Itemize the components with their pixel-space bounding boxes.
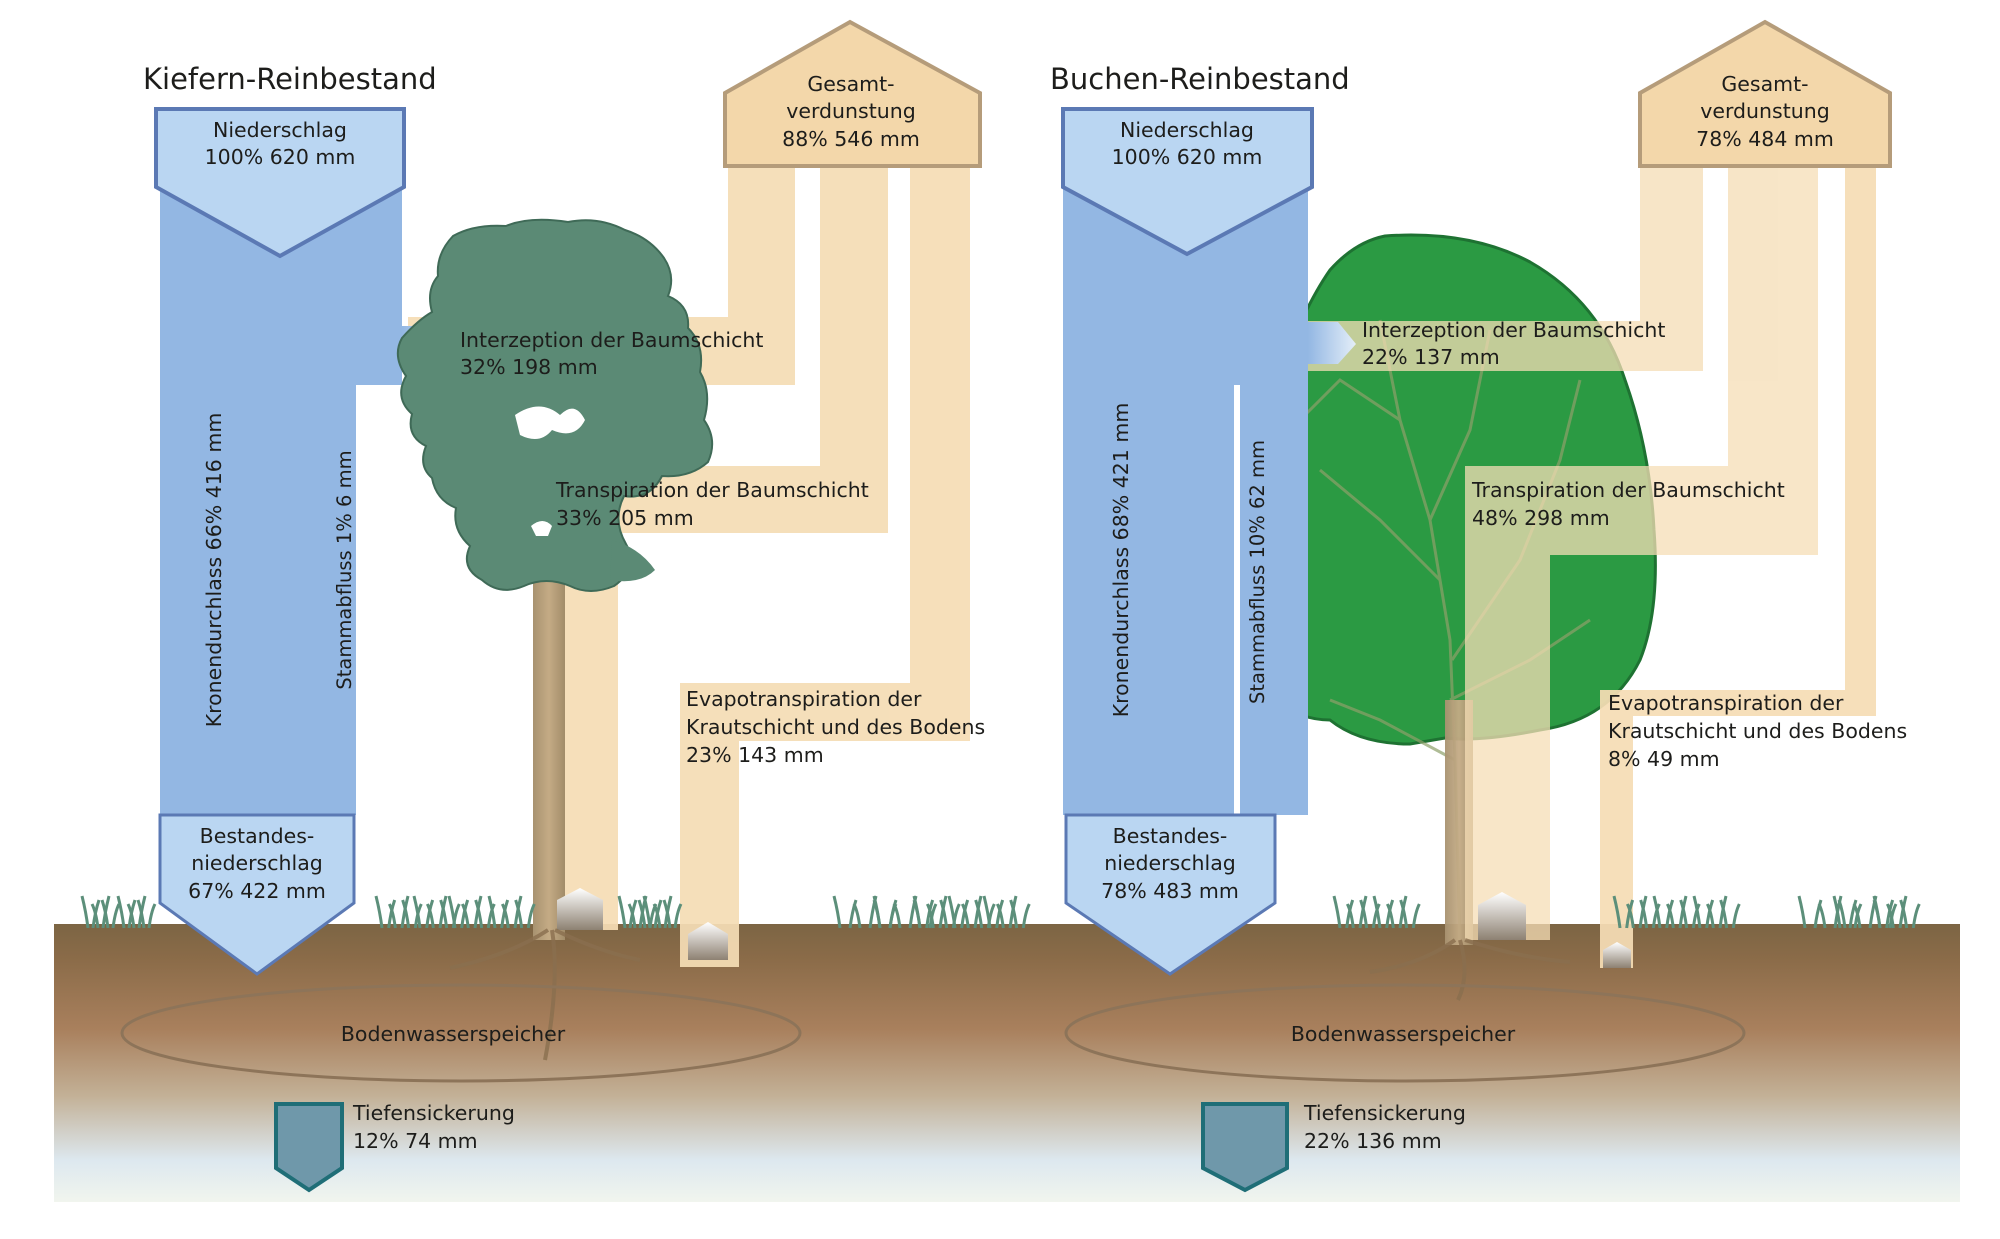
gesamtverdunstung-label-kiefer: Gesamt-	[807, 72, 894, 96]
kronendurchlass-label-kiefer: Kronendurchlass 66% 416 mm	[202, 413, 226, 728]
bodenwasserspeicher-ellipse-buche	[1064, 983, 1746, 1083]
precipitation-flows-kiefer	[160, 185, 458, 815]
grass-tuft	[1332, 895, 1381, 929]
grass-tuft	[1692, 895, 1741, 929]
grass-tuft	[982, 895, 1031, 929]
bestandesniederschlag-label-buche: Bestandes-	[1113, 824, 1228, 848]
stammabfluss-label-buche: Stammabfluss 10% 62 mm	[1246, 440, 1269, 704]
grass-tuft	[1652, 895, 1701, 929]
grass-tuft	[374, 895, 423, 929]
grass-tuft	[1797, 895, 1863, 929]
grass-tuft	[487, 895, 536, 929]
niederschlag-box-buche	[1061, 107, 1314, 257]
pine-tree	[396, 218, 714, 940]
niederschlag-label-kiefer: Niederschlag	[213, 118, 347, 142]
evapotranspiration-value-buche: 8% 49 mm	[1608, 747, 1720, 771]
grass-tuft	[947, 895, 996, 929]
grass-tuft	[832, 895, 898, 929]
tiefensickerung-arrow-kiefer	[274, 1102, 344, 1193]
stammabfluss-label-kiefer: Stammabfluss 1% 6 mm	[333, 450, 356, 689]
interzeption-value-buche: 22% 137 mm	[1362, 345, 1500, 369]
gesamtverdunstung-label2-kiefer: verdunstung	[786, 99, 916, 123]
interzeption-label-buche: Interzeption der Baumschicht	[1362, 318, 1665, 342]
transpiration-label-buche: Transpiration der Baumschicht	[1471, 478, 1785, 502]
stone-icon	[557, 888, 603, 930]
tiefensickerung-label-buche: Tiefensickerung	[1303, 1101, 1466, 1125]
evapotranspiration-label-kiefer: Evapotranspiration der	[686, 687, 922, 711]
bestandesniederschlag-value-kiefer: 67% 422 mm	[188, 879, 326, 903]
gesamtverdunstung-label-buche: Gesamt-	[1721, 72, 1808, 96]
grass-tuft	[1372, 895, 1421, 929]
niederschlag-label-buche: Niederschlag	[1120, 118, 1254, 142]
interzeption-label-kiefer: Interzeption der Baumschicht	[460, 328, 763, 352]
soil-layer	[54, 924, 1960, 1202]
evapotranspiration-value-kiefer: 23% 143 mm	[686, 743, 824, 767]
transpiration-value-buche: 48% 298 mm	[1472, 506, 1610, 530]
gesamtverdunstung-label2-buche: verdunstung	[1700, 99, 1830, 123]
roots-beech	[1369, 938, 1571, 1001]
grass-tuft	[642, 895, 683, 929]
evapotranspiration-label2-kiefer: Krautschicht und des Bodens	[686, 715, 985, 739]
grass-layer	[80, 895, 1921, 929]
niederschlag-value-kiefer: 100% 620 mm	[205, 145, 356, 169]
bodenwasserspeicher-label-buche: Bodenwasserspeicher	[1291, 1022, 1516, 1046]
grass-tuft	[447, 895, 496, 929]
transpiration-label-kiefer: Transpiration der Baumschicht	[555, 478, 869, 502]
evapotranspiration-label2-buche: Krautschicht und des Bodens	[1608, 719, 1907, 743]
bestandesniederschlag-label2-buche: niederschlag	[1104, 851, 1236, 875]
bestandesniederschlag-arrow-buche	[1064, 813, 1277, 976]
niederschlag-box-kiefer	[154, 107, 406, 259]
grass-tuft	[80, 895, 121, 929]
grass-tuft	[1612, 895, 1661, 929]
grass-tuft	[1872, 895, 1921, 929]
kronendurchlass-label-buche: Kronendurchlass 68% 421 mm	[1109, 403, 1133, 718]
tiefensickerung-label-kiefer: Tiefensickerung	[352, 1101, 515, 1125]
gesamtverdunstung-value-buche: 78% 484 mm	[1696, 127, 1834, 151]
panel-kiefer: Kiefern-Reinbestand Niederschlag 10	[120, 19, 985, 1193]
tiefensickerung-value-kiefer: 12% 74 mm	[353, 1129, 478, 1153]
gesamtverdunstung-box-buche	[1638, 19, 1892, 168]
tiefensickerung-value-buche: 22% 136 mm	[1304, 1129, 1442, 1153]
evapotranspiration-flow-buche	[1600, 166, 1876, 968]
evapotranspiration-label-buche: Evapotranspiration der	[1608, 691, 1844, 715]
panel-title-buche: Buchen-Reinbestand	[1050, 62, 1350, 96]
grass-tuft	[116, 895, 157, 929]
panel-title-kiefer: Kiefern-Reinbestand	[143, 62, 437, 96]
interzeption-value-kiefer: 32% 198 mm	[460, 355, 598, 379]
stone-icon	[1603, 942, 1631, 968]
transpiration-value-kiefer: 33% 205 mm	[556, 506, 694, 530]
gesamtverdunstung-value-kiefer: 88% 546 mm	[782, 127, 920, 151]
bestandesniederschlag-label-kiefer: Bestandes-	[200, 824, 315, 848]
bodenwasserspeicher-label-kiefer: Bodenwasserspeicher	[341, 1022, 566, 1046]
stone-icon	[688, 922, 728, 960]
panel-buche: Buchen-Reinbestand	[1050, 19, 1907, 1193]
precipitation-flows-buche	[1063, 185, 1356, 815]
gesamtverdunstung-box-kiefer	[723, 19, 982, 168]
niederschlag-value-buche: 100% 620 mm	[1112, 145, 1263, 169]
tiefensickerung-arrow-buche	[1201, 1102, 1289, 1193]
bestandesniederschlag-value-buche: 78% 483 mm	[1101, 879, 1239, 903]
bestandesniederschlag-arrow-kiefer	[158, 813, 356, 976]
bodenwasserspeicher-ellipse-kiefer	[120, 983, 802, 1083]
stone-icon	[1478, 892, 1526, 940]
bestandesniederschlag-label2-kiefer: niederschlag	[191, 851, 323, 875]
